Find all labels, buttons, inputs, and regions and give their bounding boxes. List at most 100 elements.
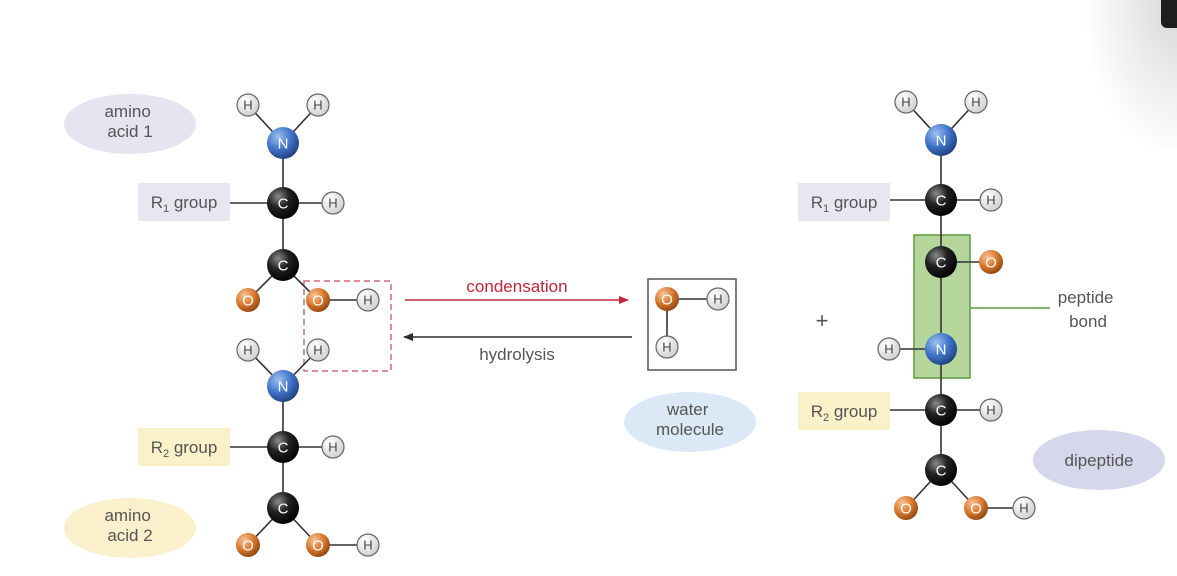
plus-sign: + — [816, 308, 829, 333]
carbon-atom-d-ca1: C — [925, 184, 957, 216]
carbon-symbol: C — [936, 463, 947, 480]
carbon-symbol: C — [278, 440, 289, 457]
hydrogen-sphere — [877, 337, 901, 361]
r1-rest-right: group — [829, 193, 877, 212]
corner-tab — [1161, 0, 1177, 28]
hydrogen-symbol: H — [901, 95, 910, 110]
r1-group-box-right — [798, 183, 890, 221]
hydrogen-symbol: H — [243, 343, 252, 358]
r2-rest-right: group — [829, 402, 877, 421]
r1-subscript-right: 1 — [823, 203, 829, 215]
hydrogen-symbol: H — [313, 343, 322, 358]
carbon-symbol: C — [936, 403, 947, 420]
peptide-bond-line-1: peptide — [1058, 288, 1114, 307]
nitrogen-symbol: N — [936, 133, 947, 150]
carbon-atom-d-c2: C — [925, 454, 957, 486]
nitrogen-atom-a1-n: N — [267, 127, 299, 159]
nitrogen-sphere — [925, 124, 957, 156]
hydrogen-atom-a1-ho: H — [356, 288, 380, 312]
oxygen-symbol: O — [312, 538, 324, 555]
water-removal-dashed-box — [303, 280, 392, 372]
hydrogen-atom-w-h2: H — [655, 335, 679, 359]
amino-acid-2-ellipse — [64, 498, 196, 558]
oxygen-atom-d-o3: O — [964, 496, 988, 520]
peptide-bond-label: peptide bond — [1058, 288, 1119, 331]
carbon-symbol: C — [278, 501, 289, 518]
nitrogen-atom-d-n2: N — [925, 333, 957, 365]
water-molecule-ellipse — [624, 392, 756, 452]
hydrogen-sphere — [356, 533, 380, 557]
amino-acid-2-line-1: amino — [104, 506, 150, 525]
oxygen-symbol: O — [661, 292, 673, 309]
water-molecule-line-2: molecule — [656, 420, 724, 439]
r2-main: R — [151, 438, 163, 457]
hydrogen-symbol: H — [986, 193, 995, 208]
hydrogen-symbol: H — [363, 538, 372, 553]
oxygen-symbol: O — [900, 501, 912, 518]
oxygen-symbol: O — [242, 293, 254, 310]
oxygen-atom-a2-o2: O — [306, 533, 330, 557]
water-box — [647, 278, 737, 371]
hydrogen-sphere — [321, 435, 345, 459]
peptide-bond-line-2: bond — [1069, 312, 1107, 331]
nitrogen-symbol: N — [278, 379, 289, 396]
hydrogen-sphere — [894, 90, 918, 114]
r1-rest: group — [169, 193, 217, 212]
hydrogen-atom-d-h1: H — [894, 90, 918, 114]
oxygen-sphere — [894, 496, 918, 520]
hydrogen-symbol: H — [713, 292, 722, 307]
nitrogen-atom-d-n1: N — [925, 124, 957, 156]
r1-main: R — [151, 193, 163, 212]
hydrogen-atom-d-ho: H — [1012, 496, 1036, 520]
hydrogen-sphere — [979, 398, 1003, 422]
r1-subscript: 1 — [163, 203, 169, 215]
hydrogen-symbol: H — [328, 196, 337, 211]
carbon-symbol: C — [936, 255, 947, 272]
dipeptide-label: dipeptide — [1064, 451, 1133, 470]
hydrogen-atom-d-h2: H — [964, 90, 988, 114]
hydrogen-symbol: H — [662, 340, 671, 355]
hydrogen-sphere — [655, 335, 679, 359]
hydrogen-symbol: H — [328, 440, 337, 455]
hydrogen-sphere — [236, 93, 260, 117]
oxygen-sphere — [306, 288, 330, 312]
r2-main-right: R — [811, 402, 823, 421]
r2-group-box-left — [138, 428, 230, 466]
carbon-symbol: C — [278, 196, 289, 213]
carbon-sphere — [925, 454, 957, 486]
r1-group-label-right: R1 group — [811, 193, 878, 215]
condensation-label: condensation — [466, 277, 567, 296]
carbon-atom-d-c1: C — [925, 246, 957, 278]
bonds-layer — [230, 101, 1024, 546]
amino-acid-2-line-2: acid 2 — [107, 526, 152, 545]
carbon-atom-a1-c: C — [267, 249, 299, 281]
r2-rest: group — [169, 438, 217, 457]
hydrogen-atom-a2-h2: H — [306, 338, 330, 362]
r2-subscript: 2 — [163, 448, 169, 460]
hydrogen-atom-a2-ho: H — [356, 533, 380, 557]
amino-acid-2-label: amino acid 2 — [104, 506, 155, 545]
hydrogen-sphere — [321, 191, 345, 215]
nitrogen-symbol: N — [936, 342, 947, 359]
water-molecule-line-1: water — [666, 400, 709, 419]
oxygen-sphere — [964, 496, 988, 520]
hydrogen-symbol: H — [363, 293, 372, 308]
r2-group-label-left: R2 group — [151, 438, 218, 460]
amino-acid-1-line-1: amino — [104, 102, 150, 121]
carbon-atom-a2-ca: C — [267, 431, 299, 463]
oxygen-atom-d-o1: O — [979, 250, 1003, 274]
hydrogen-symbol: H — [243, 98, 252, 113]
hydrogen-sphere — [979, 188, 1003, 212]
carbon-symbol: C — [278, 258, 289, 275]
r1-main-right: R — [811, 193, 823, 212]
hydrolysis-label: hydrolysis — [479, 345, 555, 364]
r2-group-box-right — [798, 392, 890, 430]
hydrogen-symbol: H — [986, 403, 995, 418]
carbon-sphere — [925, 246, 957, 278]
carbon-sphere — [925, 394, 957, 426]
amino-acid-1-ellipse — [64, 94, 196, 154]
oxygen-sphere — [655, 287, 679, 311]
hydrogen-sphere — [356, 288, 380, 312]
